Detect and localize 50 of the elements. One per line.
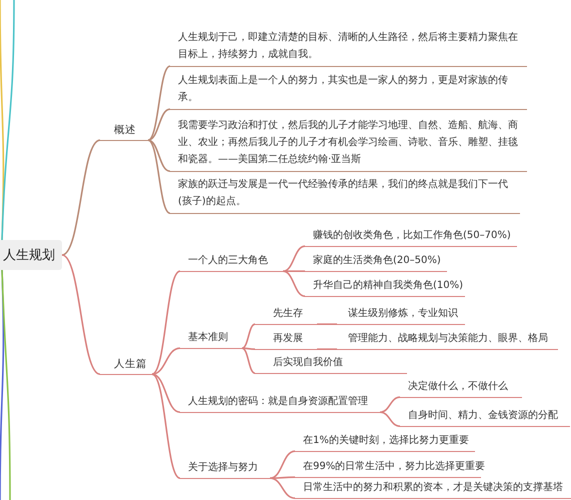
subtopic: 日常生活中的努力和积累的资本，才是关键决策的支撑基塔 xyxy=(295,479,571,499)
subtopic: 人生篇 xyxy=(100,355,152,375)
subtopic: 在1%的关键时刻，选择比努力更重要 xyxy=(295,432,475,452)
subtopic: 管理能力、战略规划与决策能力、眼界、格局 xyxy=(337,330,558,350)
subtopic: 赚钱的创收类角色，比如工作角色(50–70%) xyxy=(305,227,517,247)
branch-line xyxy=(270,476,295,479)
subtopic: 自身时间、精力、金钱资源的分配 xyxy=(400,407,570,427)
branch-line xyxy=(1,0,15,240)
subtopic: 基本准则 xyxy=(180,329,242,349)
subtopic: 一个人的三大角色 xyxy=(180,252,283,272)
branch-line xyxy=(270,450,296,479)
branch-line xyxy=(0,270,4,500)
subtopic: 后实现自我价值 xyxy=(255,354,407,374)
branch-line xyxy=(270,477,296,499)
subtopic: 谋生级别修炼，专业知识 xyxy=(337,305,465,325)
branch-line xyxy=(282,270,306,297)
branch-line xyxy=(380,396,400,413)
subtopic: 决定做什么，不做什么 xyxy=(400,378,522,398)
subtopic: 概述 xyxy=(100,121,148,141)
subtopic: 再发展 xyxy=(255,330,317,350)
note-topic: 家族的跃迁与发展是一代一代经验传承的结果，我们的终点就是我们下一代(孩子)的起点。 xyxy=(170,174,520,214)
branch-line xyxy=(317,348,337,350)
note-topic: 人生规划表面上是一个人的努力，其实也是一家人的努力，更是对家族的传承。 xyxy=(170,70,527,110)
branch-line xyxy=(1,270,11,500)
branch-line xyxy=(0,0,4,240)
branch-line xyxy=(148,140,170,214)
branch-line xyxy=(62,254,100,375)
subtopic: 关于选择与努力 xyxy=(180,459,270,479)
branch-line xyxy=(242,347,256,374)
central-topic: 人生规划 xyxy=(0,240,62,270)
branch-line xyxy=(380,411,400,427)
subtopic: 先生存 xyxy=(255,305,317,325)
branch-line xyxy=(282,245,306,272)
branch-line xyxy=(152,373,180,413)
branch-line xyxy=(148,108,170,141)
branch-line xyxy=(152,374,180,479)
branch-line xyxy=(148,139,170,172)
branch-line xyxy=(317,323,337,325)
branch-line xyxy=(148,66,170,141)
branch-line xyxy=(152,270,180,375)
note-topic: 人生规划于己，即建立清楚的目标、清晰的人生路径，然后将主要精力聚焦在目标上，持续努力，成就自我。 xyxy=(170,27,527,67)
branch-line xyxy=(283,270,305,272)
subtopic: 家庭的生活类角色(20–50%) xyxy=(305,252,447,272)
note-topic: 我需要学习政治和打仗，然后我的儿子才能学习地理、自然、造船、航海、商业、农业；再然后我儿子的儿子才有机会学习绘画、诗歌、音乐、雕塑、挂毯和瓷器。——美国第二任总统约翰·亚当斯 xyxy=(170,115,527,172)
branch-line xyxy=(242,323,256,349)
branch-line xyxy=(242,347,256,350)
branch-line xyxy=(152,347,180,375)
subtopic: 升华自己的精神自我类角色(10%) xyxy=(305,277,465,297)
subtopic: 人生规划的密码：就是自身资源配置管理 xyxy=(180,393,380,413)
branch-line xyxy=(62,139,100,256)
